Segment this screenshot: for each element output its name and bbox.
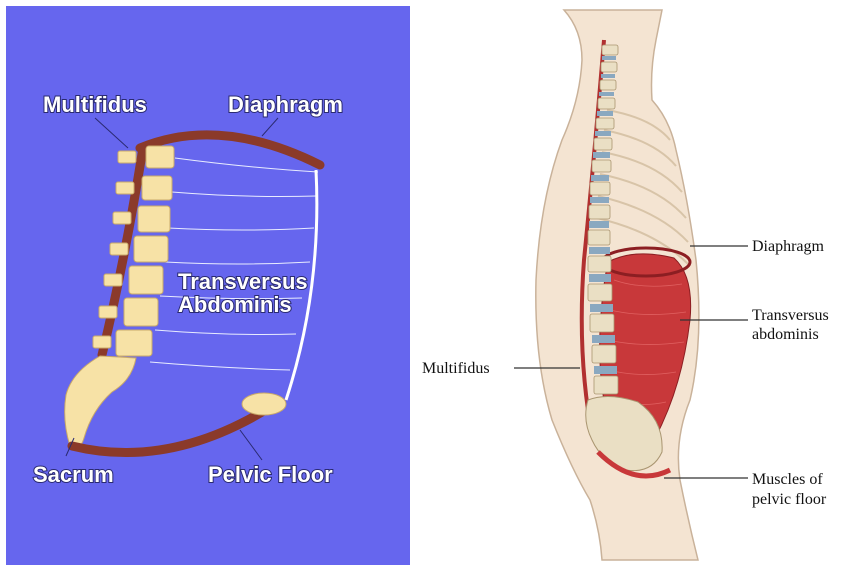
label-pelvic-line2: pelvic floor xyxy=(752,491,827,508)
schematic-panel: Multifidus Diaphragm Transversus Abdomin… xyxy=(0,0,412,571)
label-sacrum: Sacrum xyxy=(33,462,114,487)
label-multifidus: Multifidus xyxy=(43,92,147,117)
label-transversus-line2: Abdominis xyxy=(178,292,292,317)
label-diaphragm: Diaphragm xyxy=(228,92,343,117)
schematic-diagram: Multifidus Diaphragm Transversus Abdomin… xyxy=(0,0,412,571)
label-transversus-line1: Transversus xyxy=(178,269,308,294)
pubic-bone xyxy=(242,393,286,415)
label-pelvic-floor: Pelvic Floor xyxy=(208,462,333,487)
label-multifidus: Multifidus xyxy=(422,360,490,377)
label-pelvic-line1: Muscles of xyxy=(752,471,823,488)
label-diaphragm: Diaphragm xyxy=(752,238,825,255)
anatomy-panel: Diaphragm Transversus abdominis Multifid… xyxy=(412,0,856,571)
anatomy-illustration: Diaphragm Transversus abdominis Multifid… xyxy=(412,0,856,571)
label-transversus-line1: Transversus xyxy=(752,307,829,324)
label-transversus-line2: abdominis xyxy=(752,326,819,343)
